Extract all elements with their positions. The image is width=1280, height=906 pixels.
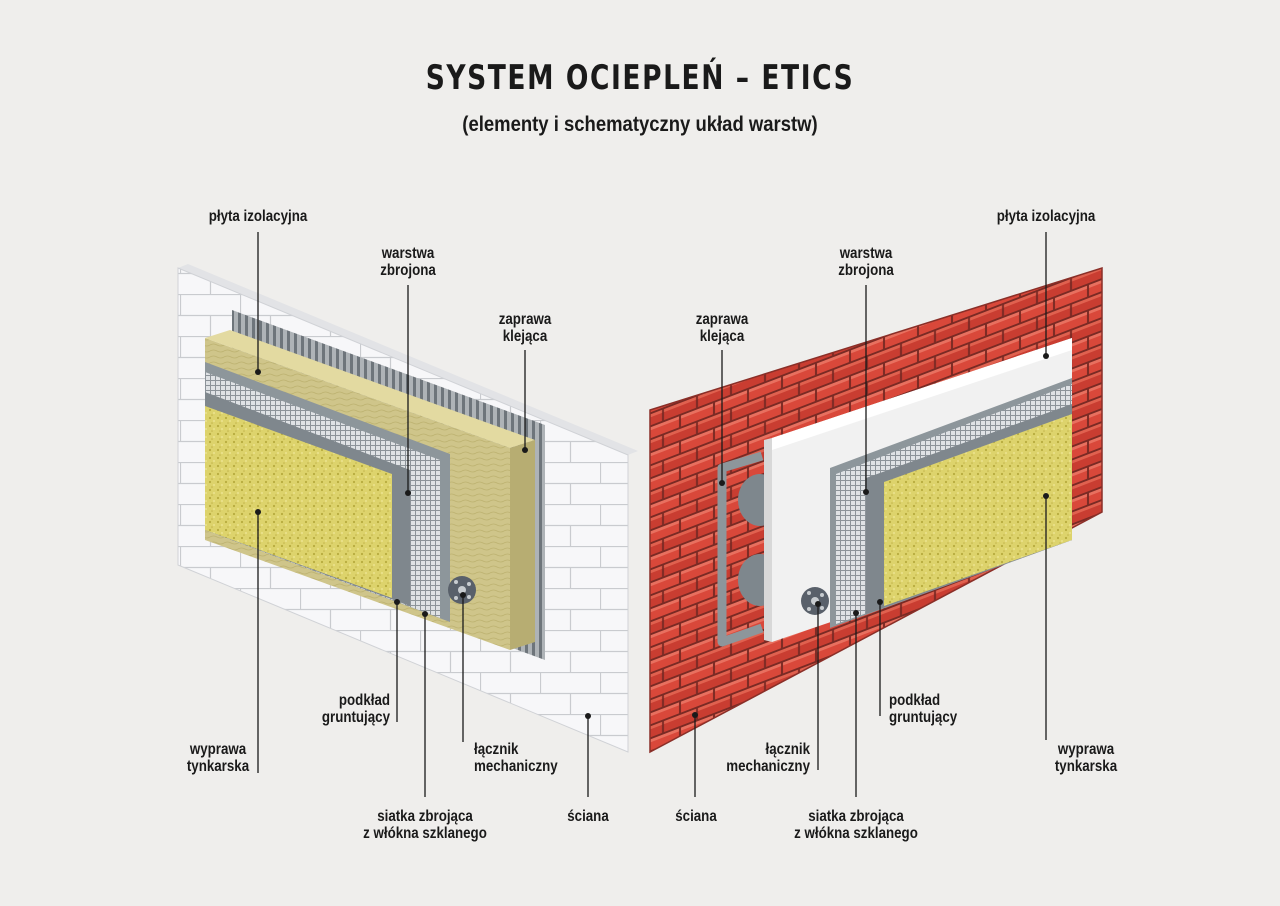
left-label-lacznik-mechaniczny: łącznik mechaniczny <box>474 741 558 775</box>
right-label-warstwa-zbrojona: warstwa zbrojona <box>838 245 894 279</box>
right-label-sciana: ściana <box>675 808 717 825</box>
left-fastener-icon <box>448 576 476 604</box>
left-label-zaprawa-klejaca: zaprawa klejąca <box>498 311 552 345</box>
left-label-warstwa-zbrojona: warstwa zbrojona <box>380 245 436 279</box>
left-label-plyta-izolacyjna: płyta izolacyjna <box>208 208 308 225</box>
right-panel <box>649 266 1103 754</box>
left-label-sciana: ściana <box>567 808 609 825</box>
page-subtitle: (elementy i schematyczny układ warstw) <box>462 113 818 136</box>
left-label-wyprawa-tynkarska: wyprawa tynkarska <box>186 741 250 775</box>
right-label-zaprawa-klejaca: zaprawa klejąca <box>695 311 749 345</box>
left-label-podklad-gruntujacy: podkład gruntujący <box>321 692 390 726</box>
right-label-wyprawa-tynkarska: wyprawa tynkarska <box>1054 741 1118 775</box>
page-title: SYSTEM OCIEPLEŃ – ETICS <box>425 58 855 98</box>
leader-lines <box>257 232 1047 797</box>
leader-dots <box>255 353 1049 719</box>
left-label-siatka-zbrojaca: siatka zbrojąca z włókna szklanego <box>363 808 487 842</box>
right-label-lacznik-mechaniczny: łącznik mechaniczny <box>726 741 810 775</box>
right-render <box>884 414 1072 606</box>
left-panel <box>177 264 638 753</box>
right-label-plyta-izolacyjna: płyta izolacyjna <box>996 208 1096 225</box>
right-label-podklad-gruntujacy: podkład gruntujący <box>889 692 958 726</box>
left-render <box>205 406 392 598</box>
right-label-siatka-zbrojaca: siatka zbrojąca z włókna szklanego <box>794 808 918 842</box>
right-fastener-icon <box>801 587 829 615</box>
